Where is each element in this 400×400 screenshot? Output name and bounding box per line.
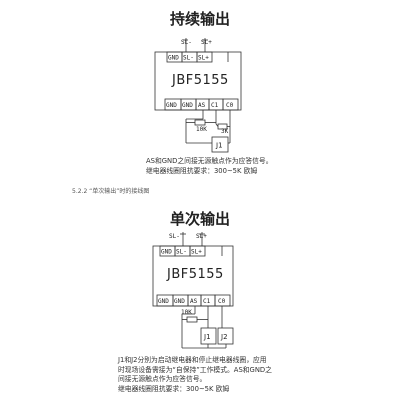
d2-note-line-1: J1和J2分别为启动继电器和停止继电器线圈，应用 xyxy=(118,356,267,364)
diagram2-notes: J1和J2分别为启动继电器和停止继电器线圈，应用 时现场设备需接为“自保持”工作… xyxy=(118,356,272,394)
d2-wire-sl-minus: SL- xyxy=(169,233,180,240)
d2-note-line-4: 继电器线圈阻抗要求：300~5K 欧姆 xyxy=(118,384,230,393)
d1-wire-sl-minus: SL- xyxy=(181,39,192,46)
d1-bottom-terminal-c1: C1 xyxy=(211,102,219,109)
d2-model-label: JBF5155 xyxy=(166,267,224,282)
diagram1-notes: AS和GND之间接无源触点作为应答信号。 继电器线圈阻抗要求：300~5K 欧姆 xyxy=(146,157,273,176)
d2-relay-j1-label: J1 xyxy=(203,333,211,341)
d1-model-label: JBF5155 xyxy=(171,73,229,88)
d1-note-line-2: 继电器线圈阻抗要求：300~5K 欧姆 xyxy=(146,166,258,175)
d2-bottom-terminal-as: AS xyxy=(190,298,198,305)
d2-note-line-3: 间接无源触点作为应答信号。 xyxy=(118,375,207,383)
d2-bottom-terminal-gnd-2: GND xyxy=(174,298,185,305)
diagram1-title: 持续输出 xyxy=(169,10,230,28)
d1-top-terminal-sl-plus: SL+ xyxy=(198,55,209,62)
section-heading: 5.2.2 “单次输出”时的接线图 xyxy=(72,188,150,195)
diagram1-wiring: SL- SL+ GND SL- SL+ JBF5155 GND GND AS C… xyxy=(154,38,242,153)
d1-bottom-terminal-gnd-1: GND xyxy=(166,102,177,109)
d1-top-terminal-sl-minus: SL- xyxy=(183,55,194,62)
diagram2-wiring: SL- SL+ GND SL- SL+ JBF5155 GND GND AS C… xyxy=(152,232,234,349)
d2-top-terminal-gnd: GND xyxy=(161,249,172,256)
d2-bottom-terminal-c0: C0 xyxy=(218,298,226,305)
d1-resistor-10k-label: 10K xyxy=(196,126,207,133)
d1-note-line-1: AS和GND之间接无源触点作为应答信号。 xyxy=(146,157,273,165)
d1-top-terminal-gnd: GND xyxy=(168,55,179,62)
d2-bottom-terminal-gnd-1: GND xyxy=(158,298,169,305)
d1-wire-sl-plus: SL+ xyxy=(201,39,212,46)
d1-bottom-terminal-c0: C0 xyxy=(226,102,234,109)
diagram2-title: 单次输出 xyxy=(169,210,230,228)
d1-bottom-terminal-as: AS xyxy=(198,102,206,109)
d2-wire-sl-plus: SL+ xyxy=(196,233,207,240)
d2-bottom-terminal-c1: C1 xyxy=(203,298,211,305)
d2-note-line-2: 时现场设备需接为“自保持”工作模式。AS和GND之 xyxy=(118,365,272,374)
d1-relay-j1-label: J1 xyxy=(215,142,223,150)
d1-resistor-3k-label: 3K xyxy=(221,128,229,135)
d2-top-terminal-sl-plus: SL+ xyxy=(191,249,202,256)
d2-relay-j2-label: J2 xyxy=(220,333,228,341)
d1-bottom-terminal-gnd-2: GND xyxy=(182,102,193,109)
d2-top-terminal-sl-minus: SL- xyxy=(176,249,187,256)
d2-resistor-10k-label: 10K xyxy=(181,309,192,316)
